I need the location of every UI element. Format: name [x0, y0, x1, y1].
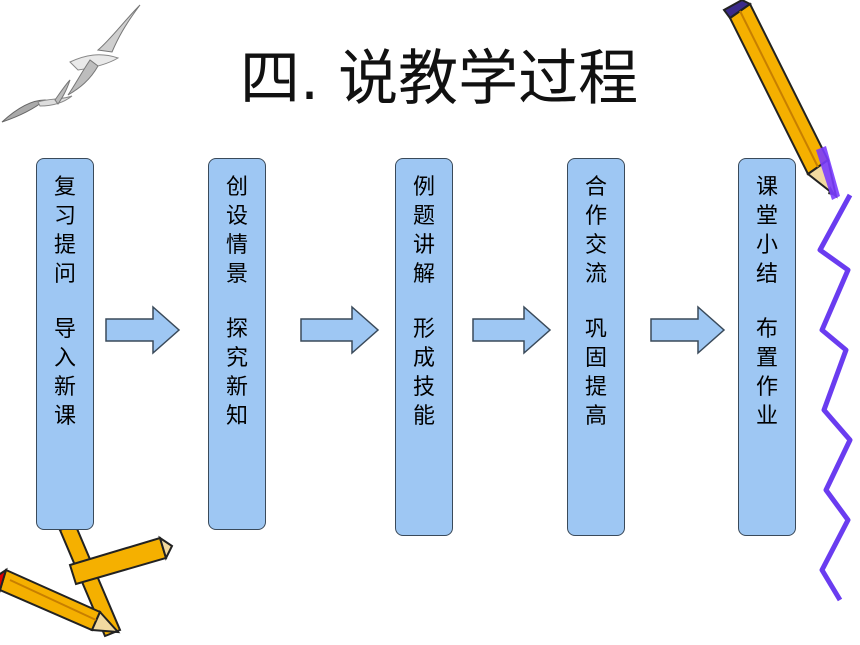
step-5-line1: 课堂小结: [755, 175, 778, 287]
step-1-line2: 导入新课: [53, 317, 76, 429]
step-box-4: 合作交流 巩固提高: [567, 158, 625, 536]
arrow-right-icon: [650, 305, 726, 355]
arrow-right-icon: [105, 305, 181, 355]
step-1-line1: 复习提问: [53, 175, 76, 287]
squiggle-line-icon: [817, 193, 853, 602]
page-title: 四. 说教学过程: [240, 44, 639, 114]
step-box-3: 例题讲解 形成技能: [395, 158, 453, 536]
arrow-right-icon: [472, 305, 552, 355]
step-box-5: 课堂小结 布置作业: [738, 158, 796, 536]
step-box-2: 创设情景 探究新知: [208, 158, 266, 530]
step-3-line1: 例题讲解: [412, 175, 435, 287]
step-3-line2: 形成技能: [412, 317, 435, 429]
step-box-1: 复习提问 导入新课: [36, 158, 94, 530]
step-4-line1: 合作交流: [584, 175, 607, 287]
step-2-line2: 探究新知: [225, 317, 248, 429]
step-4-line2: 巩固提高: [584, 317, 607, 429]
seagull-icon: [1, 4, 141, 123]
step-5-line2: 布置作业: [755, 317, 778, 429]
arrow-right-icon: [300, 305, 380, 355]
pencil-icon: [722, 0, 840, 200]
crossed-pencils-icon: [0, 520, 174, 638]
step-2-line1: 创设情景: [225, 175, 248, 287]
